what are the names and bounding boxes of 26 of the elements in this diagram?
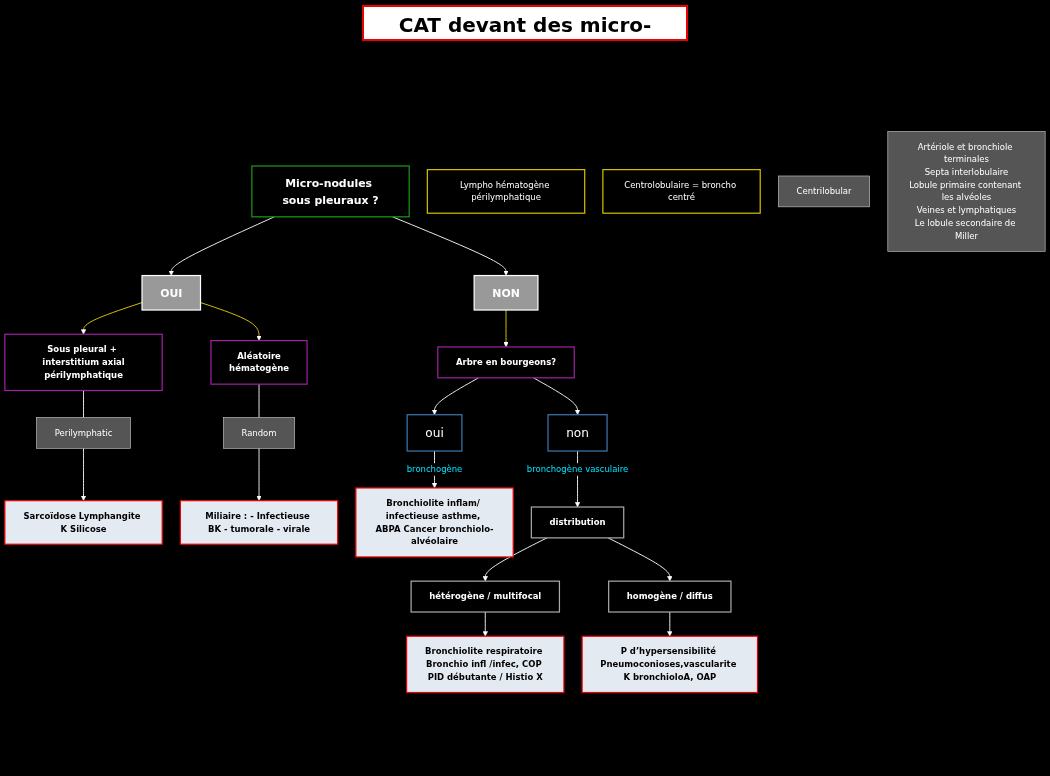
node-box: OUI — [141, 274, 202, 311]
node-box: homogène / diffus — [608, 580, 732, 613]
node-box: Aléatoire hématogène — [210, 340, 308, 385]
node-box: Random — [223, 417, 296, 449]
node-box: Lympho hématogène périlymphatique — [426, 169, 586, 214]
slide-title: CAT devant des micro- — [362, 5, 688, 41]
node-box: Artériole et bronchiole terminales Septa interlobulaire Lobule primaire contenant les alvéoles Veines et lymphatiques Le lobule secondaire de Miller — [887, 131, 1046, 252]
node-box: Bronchiolite inflam/ infectieuse asthme, ABPA Cancer bronchiolo-alvéolaire — [355, 487, 514, 558]
node-box: Micro-nodules sous pleuraux ? — [251, 165, 410, 218]
edge-label: bronchogène — [406, 464, 463, 475]
node-box: Perilymphatic — [36, 417, 131, 449]
node-box: Arbre en bourgeons? — [437, 346, 575, 379]
node-box: distribution — [530, 506, 625, 539]
node-box: NON — [473, 274, 539, 311]
node-box: Centrilobular — [778, 175, 870, 208]
node-box: P d’hypersensibilité Pneumoconioses,vascularite K bronchioloA, OAP — [581, 635, 759, 694]
node-box: Sous pleural + interstitium axial périlymphatique — [4, 333, 163, 392]
edge-label: bronchogène vasculaire — [526, 464, 629, 475]
node-box: oui — [406, 414, 463, 452]
node-box: Sarcoïdose Lymphangite K Silicose — [4, 500, 163, 545]
node-box: non — [547, 414, 608, 452]
connector — [83, 390, 84, 418]
node-box: Centrolobulaire = broncho centré — [602, 169, 761, 214]
node-box: hétérogène / multifocal — [410, 580, 561, 613]
node-box: Miliaire : - Infectieuse BK - tumorale - virale — [179, 500, 339, 545]
node-box: Bronchiolite respiratoire Bronchio infl /infec, COP PID débutante / Histio X — [406, 635, 565, 694]
